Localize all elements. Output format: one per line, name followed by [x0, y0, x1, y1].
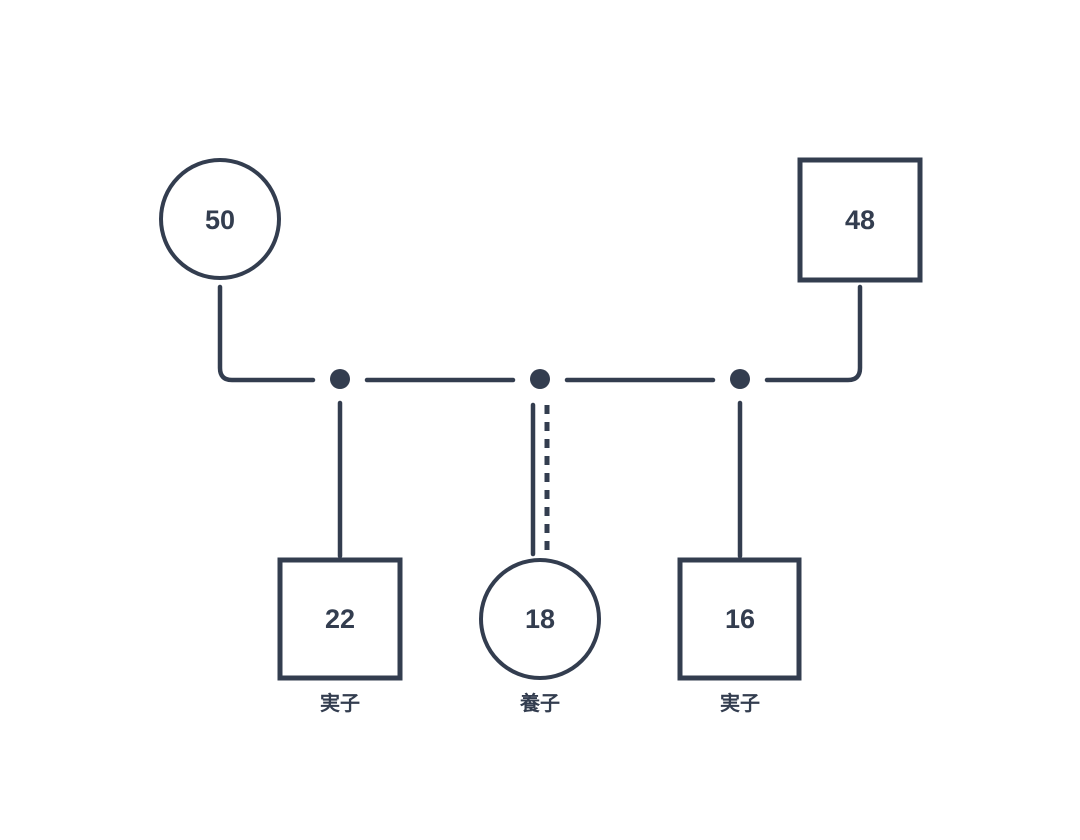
father-node: 48 — [797, 157, 923, 283]
father-connector-line — [764, 284, 863, 383]
father-square-shape — [797, 157, 923, 283]
child-node-biological-1: 22 実子 — [277, 557, 403, 715]
child-3-relation-label: 実子 — [720, 691, 760, 715]
child-1-age: 22 — [325, 604, 355, 634]
mother-node: 50 — [159, 158, 281, 280]
child-3-age: 16 — [725, 604, 755, 634]
mother-connector-line — [217, 284, 316, 383]
mother-circle-shape — [159, 158, 281, 280]
junction-dot — [730, 369, 750, 389]
child-2-relation-label: 養子 — [519, 691, 560, 715]
child-node-biological-2: 16 実子 — [677, 557, 802, 715]
junction-dot — [530, 369, 550, 389]
child-1-square-shape — [277, 557, 403, 681]
child-2-circle-shape — [479, 558, 601, 680]
family-links — [217, 284, 863, 559]
child-1-relation-label: 実子 — [320, 691, 360, 715]
mother-age: 50 — [205, 205, 235, 235]
child-2-age: 18 — [525, 604, 555, 634]
child-node-adopted: 18 養子 — [479, 558, 601, 715]
father-age: 48 — [845, 205, 875, 235]
child-3-square-shape — [677, 557, 802, 681]
junction-dot — [330, 369, 350, 389]
